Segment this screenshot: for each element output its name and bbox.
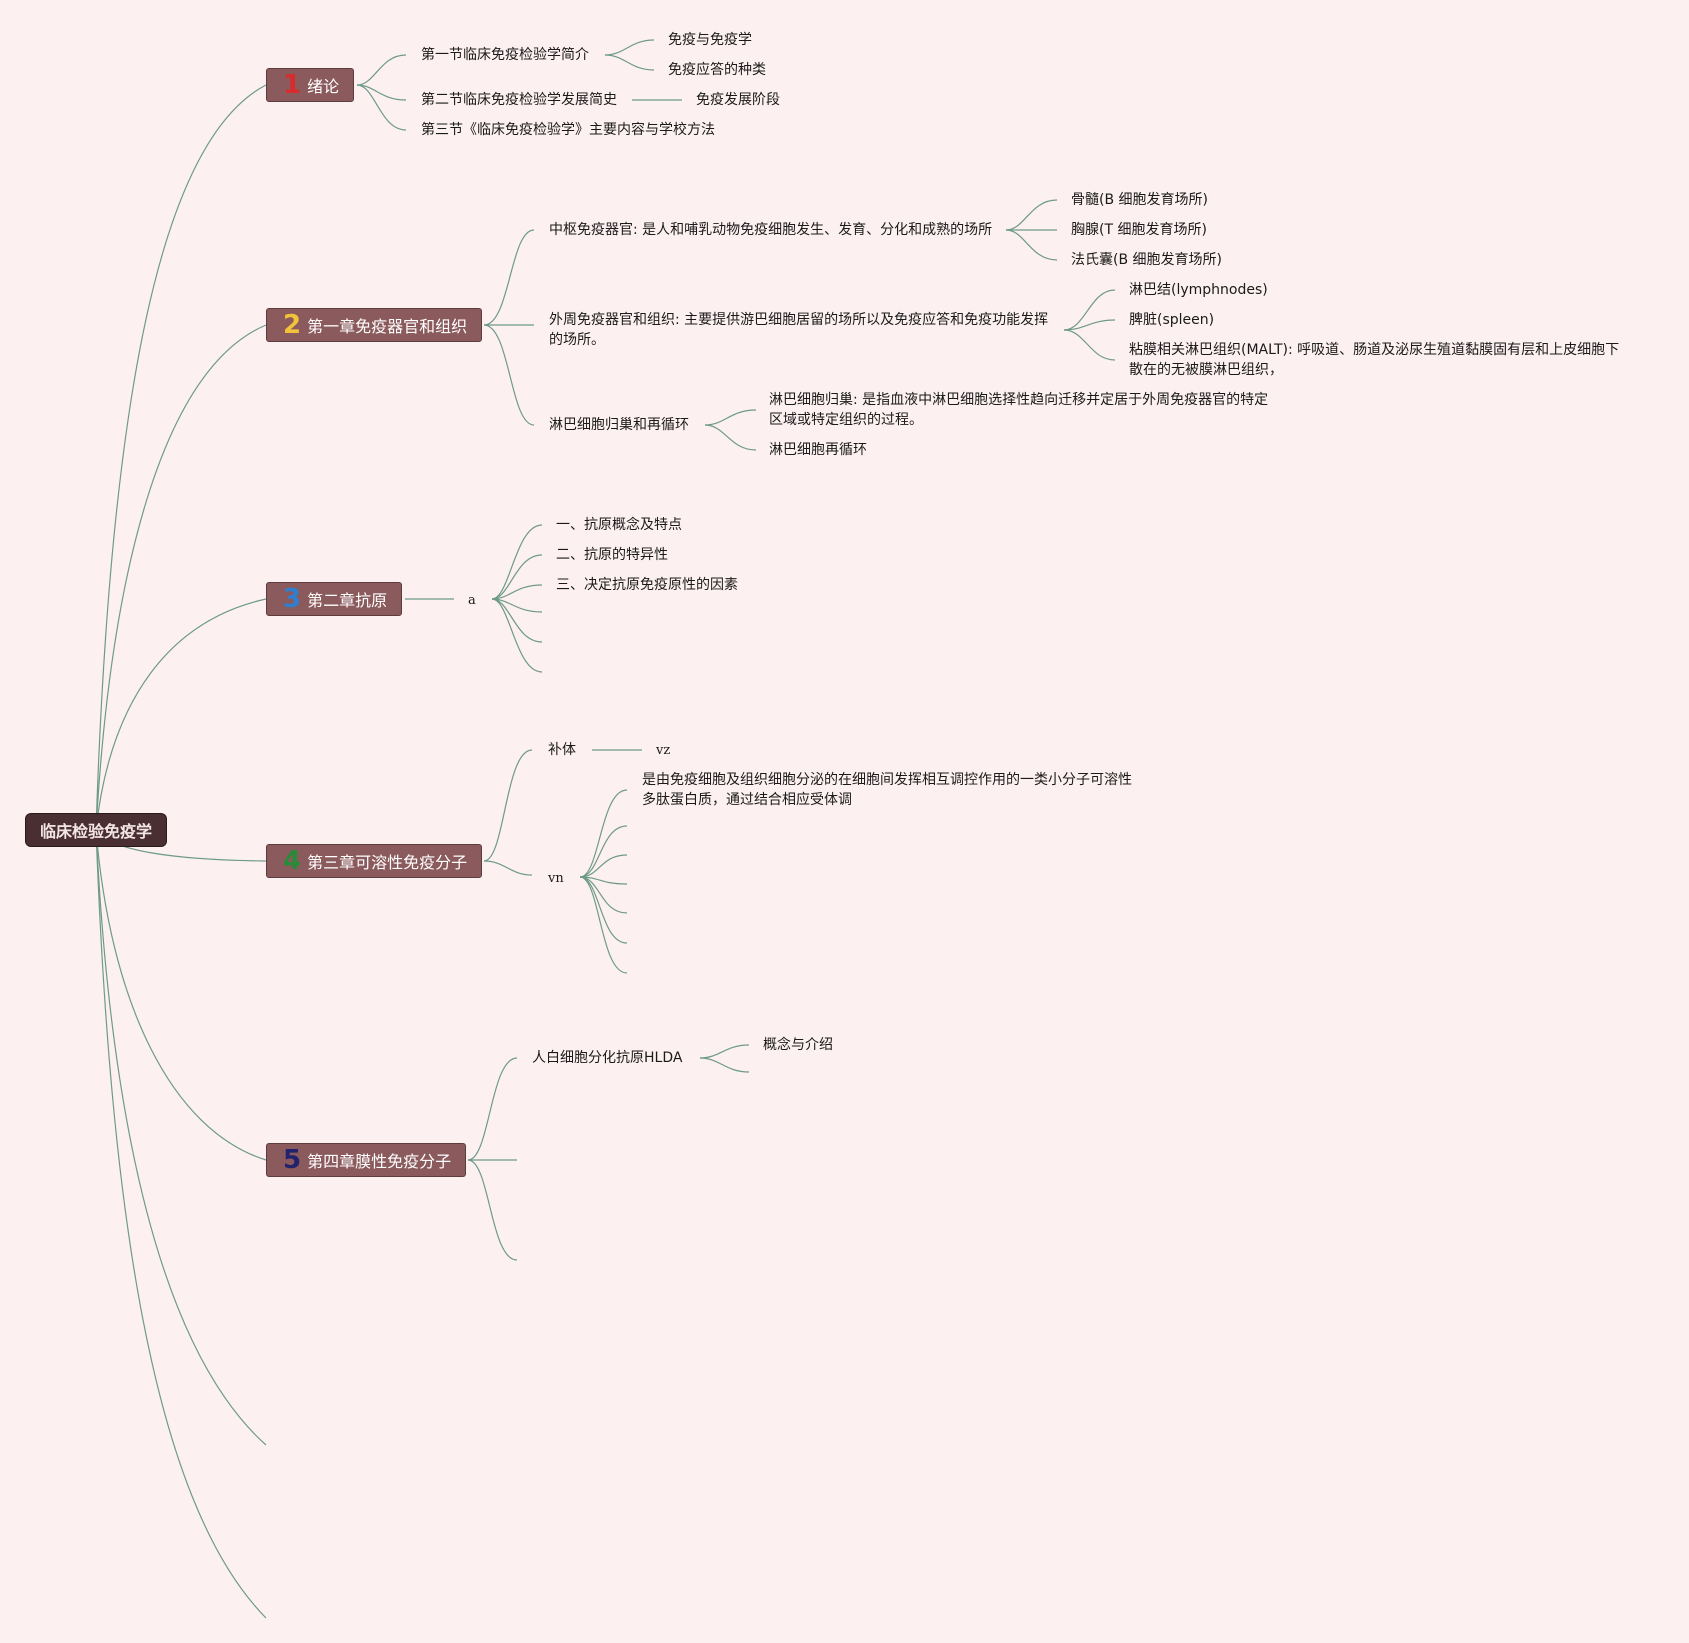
connector <box>1063 319 1116 331</box>
connector <box>1005 199 1058 231</box>
subtopic-node[interactable]: 概念与介绍 <box>763 1037 833 1053</box>
topic-node[interactable]: 第二节临床免疫检验学发展简史 <box>421 92 617 108</box>
connector <box>491 598 543 613</box>
subtopic-node[interactable]: 淋巴细胞归巢: 是指血液中淋巴细胞选择性趋向迁移并定居于外周免疫器官的特定区域或… <box>769 392 1269 428</box>
subtopic-node[interactable]: 三、决定抗原免疫原性的因素 <box>556 577 738 593</box>
subtopic-node[interactable]: 二、抗原的特异性 <box>556 547 668 563</box>
connector <box>483 324 535 426</box>
chapter-node-1[interactable]: 1 绪论 <box>266 68 355 102</box>
connector <box>483 229 535 326</box>
subtopic-node[interactable]: 粘膜相关淋巴组织(MALT): 呼吸道、肠道及泌尿生殖道黏膜固有层和上皮细胞下散… <box>1129 342 1620 378</box>
topic-node[interactable]: 淋巴细胞归巢和再循环 <box>549 417 689 433</box>
connector <box>1063 289 1116 331</box>
connector <box>483 749 533 862</box>
connector <box>491 584 543 600</box>
connector <box>1063 329 1116 361</box>
connector <box>491 598 543 643</box>
topic-node[interactable]: 第三节《临床免疫检验学》主要内容与学校方法 <box>421 122 715 138</box>
connector <box>1005 229 1058 261</box>
subtopic-node[interactable]: 胸腺(T 细胞发育场所) <box>1071 222 1207 238</box>
chapter-node-3[interactable]: 3 第二章抗原 <box>266 582 403 616</box>
chapter-number: 5 <box>283 1145 302 1175</box>
chapter-label: 绪论 <box>307 77 340 96</box>
connector <box>579 854 628 878</box>
connector <box>704 409 757 426</box>
chapter-number: 4 <box>283 846 302 876</box>
connector <box>95 829 267 1619</box>
connector <box>579 825 628 878</box>
chapter-number: 1 <box>283 70 302 100</box>
connector <box>95 829 267 1446</box>
connector <box>704 424 757 451</box>
connector <box>579 876 628 914</box>
chapter-number: 2 <box>283 310 302 340</box>
connector <box>579 876 628 974</box>
chapter-number: 3 <box>283 584 302 614</box>
connector <box>604 39 655 56</box>
connector <box>467 1159 518 1261</box>
connector <box>356 54 407 86</box>
subtopic-node[interactable]: 免疫与免疫学 <box>668 32 752 48</box>
subtopic-node[interactable]: 一、抗原概念及特点 <box>556 517 682 533</box>
topic-node[interactable]: 人白细胞分化抗原HLDA <box>532 1050 683 1066</box>
topic-node[interactable]: vn <box>548 871 564 886</box>
connector <box>579 789 628 878</box>
connector <box>95 598 267 831</box>
connector <box>356 84 407 131</box>
connector <box>95 84 267 831</box>
connector <box>95 324 267 831</box>
subtopic-node[interactable]: 是由免疫细胞及组织细胞分泌的在细胞间发挥相互调控作用的一类小分子可溶性多肽蛋白质… <box>642 772 1132 808</box>
subtopic-node[interactable]: 法氏囊(B 细胞发育场所) <box>1071 252 1222 268</box>
chapter-label: 第二章抗原 <box>307 591 388 610</box>
subtopic-node[interactable]: vz <box>656 743 671 758</box>
subtopic-node[interactable]: 免疫发展阶段 <box>696 92 780 108</box>
subtopic-node[interactable]: 脾脏(spleen) <box>1129 312 1215 328</box>
root-node[interactable]: 临床检验免疫学 <box>25 813 167 847</box>
connector <box>95 829 267 1161</box>
connector <box>491 524 543 600</box>
chapter-label: 第四章膜性免疫分子 <box>307 1152 452 1171</box>
connector <box>699 1044 750 1059</box>
subtopic-node[interactable]: 免疫应答的种类 <box>668 62 766 78</box>
chapter-label: 第三章可溶性免疫分子 <box>307 853 468 872</box>
connector <box>491 598 543 673</box>
topic-node[interactable]: 外周免疫器官和组织: 主要提供游巴细胞居留的场所以及免疫应答和免疫功能发挥的场所… <box>549 312 1049 348</box>
subtopic-node[interactable]: 淋巴细胞再循环 <box>769 442 867 458</box>
connector <box>467 1057 518 1161</box>
topic-node[interactable]: 第一节临床免疫检验学简介 <box>421 47 589 63</box>
connector <box>483 860 533 876</box>
chapter-label: 第一章免疫器官和组织 <box>307 317 468 336</box>
subtopic-node[interactable]: 骨髓(B 细胞发育场所) <box>1071 192 1208 208</box>
chapter-node-2[interactable]: 2 第一章免疫器官和组织 <box>266 308 483 342</box>
topic-node[interactable]: 中枢免疫器官: 是人和哺乳动物免疫细胞发生、发育、分化和成熟的场所 <box>549 222 993 238</box>
chapter-node-4[interactable]: 4 第三章可溶性免疫分子 <box>266 844 483 878</box>
subtopic-node[interactable]: 淋巴结(lymphnodes) <box>1129 282 1268 298</box>
connector <box>604 54 655 71</box>
topic-node[interactable]: a <box>468 593 476 608</box>
connector <box>491 554 543 600</box>
connector <box>699 1057 750 1073</box>
chapter-node-5[interactable]: 5 第四章膜性免疫分子 <box>266 1143 467 1177</box>
topic-node[interactable]: 补体 <box>548 742 576 758</box>
